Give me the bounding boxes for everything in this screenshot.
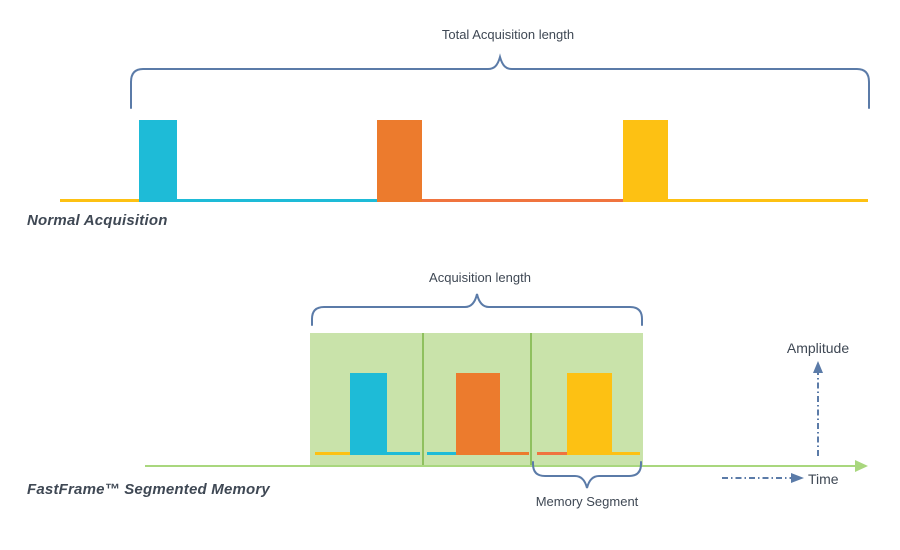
- segment2-baseline-pre: [427, 452, 456, 455]
- memory-segment-label: Memory Segment: [535, 494, 639, 509]
- segment1-baseline-pre: [315, 452, 350, 455]
- segment1-pulse-cyan: [350, 373, 387, 455]
- segment3-baseline-post: [612, 452, 640, 455]
- normal-acquisition-label: Normal Acquisition: [27, 212, 168, 229]
- fastframe-segmented-memory-label: FastFrame™ Segmented Memory: [27, 481, 270, 498]
- acquisition-length-brace: [311, 293, 643, 326]
- segment2-pulse-orange: [456, 373, 500, 455]
- total-acquisition-brace: [130, 53, 870, 109]
- time-arrow-icon: [722, 473, 804, 483]
- pulse-yellow: [623, 120, 668, 202]
- baseline-segment-yellow-1: [60, 199, 139, 202]
- time-axis-label: Time: [808, 471, 839, 487]
- memory-segment-brace: [532, 461, 642, 489]
- segmented-memory-region: [310, 333, 643, 467]
- normal-acquisition-waveform: [60, 118, 868, 202]
- acquisition-length-label: Acquisition length: [429, 270, 531, 285]
- amplitude-arrow-icon: [813, 361, 823, 456]
- time-axis-arrowhead-icon: [855, 460, 868, 472]
- segment3-baseline-pre: [537, 452, 567, 455]
- pulse-orange: [377, 120, 422, 202]
- amplitude-axis-label: Amplitude: [786, 340, 850, 356]
- segment-divider-1: [422, 333, 424, 467]
- segment-divider-2: [530, 333, 532, 467]
- segment2-baseline-post: [500, 452, 529, 455]
- time-axis: [145, 465, 855, 467]
- baseline-segment-orange: [422, 199, 623, 202]
- baseline-segment-cyan: [177, 199, 377, 202]
- segment1-baseline-post: [387, 452, 420, 455]
- segment3-pulse-yellow: [567, 373, 612, 455]
- total-acquisition-length-label: Total Acquisition length: [441, 27, 575, 42]
- baseline-segment-yellow-2: [668, 199, 868, 202]
- pulse-cyan: [139, 120, 177, 202]
